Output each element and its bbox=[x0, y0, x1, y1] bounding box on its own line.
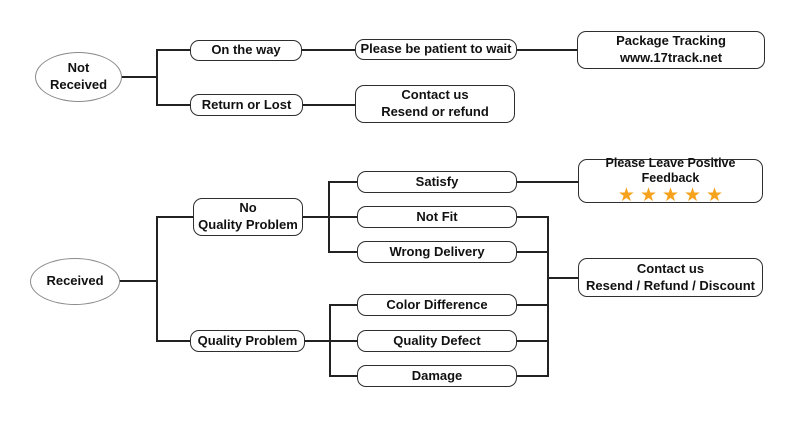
connector-bottom-branch-vertical bbox=[156, 216, 158, 342]
connector-wrong-delivery-merge bbox=[517, 251, 548, 253]
connector-top-branch-vertical bbox=[156, 49, 158, 106]
connector-return-contact bbox=[303, 104, 355, 106]
five-star-rating-icon: ★★★★★ bbox=[617, 184, 729, 206]
connector-to-satisfy bbox=[329, 181, 357, 183]
connector-no-quality-not-fit bbox=[303, 216, 357, 218]
connector-quality-defect-merge bbox=[517, 340, 548, 342]
connector-branch-no-quality bbox=[157, 216, 193, 218]
node-no-quality-problem: No Quality Problem bbox=[193, 198, 303, 236]
connector-merge-contact bbox=[548, 277, 578, 279]
node-damage: Damage bbox=[357, 365, 517, 387]
connector-quality-vertical bbox=[329, 304, 331, 377]
node-contact-resend-refund: Contact us Resend or refund bbox=[355, 85, 515, 123]
connector-patient-tracking bbox=[517, 49, 577, 51]
node-quality-defect: Quality Defect bbox=[357, 330, 517, 352]
node-on-the-way: On the way bbox=[190, 40, 302, 61]
connector-satisfy-feedback bbox=[517, 181, 578, 183]
node-color-difference: Color Difference bbox=[357, 294, 517, 316]
connector-to-color-difference bbox=[330, 304, 357, 306]
connector-branch-quality bbox=[157, 340, 190, 342]
connector-to-damage bbox=[330, 375, 357, 377]
connector-branch-return-or-lost bbox=[157, 104, 190, 106]
positive-feedback-label: Please Leave Positive Feedback bbox=[605, 155, 736, 185]
connector-damage-merge bbox=[517, 375, 548, 377]
node-package-tracking: Package Tracking www.17track.net bbox=[577, 31, 765, 69]
node-positive-feedback: Please Leave Positive Feedback ★★★★★ bbox=[578, 155, 763, 205]
node-quality-problem: Quality Problem bbox=[190, 330, 305, 352]
connector-to-wrong-delivery bbox=[329, 251, 357, 253]
node-not-received: Not Received bbox=[35, 52, 122, 102]
node-wrong-delivery: Wrong Delivery bbox=[357, 241, 517, 263]
connector-received-branch bbox=[119, 280, 157, 282]
connector-no-quality-vertical bbox=[328, 181, 330, 253]
connector-color-difference-merge bbox=[517, 304, 548, 306]
connector-on-the-way-patient bbox=[302, 49, 355, 51]
connector-merge-vertical bbox=[547, 216, 549, 377]
node-satisfy: Satisfy bbox=[357, 171, 517, 193]
connector-branch-on-the-way bbox=[157, 49, 190, 51]
connector-quality-quality-defect bbox=[305, 340, 357, 342]
node-not-fit: Not Fit bbox=[357, 206, 517, 228]
node-return-or-lost: Return or Lost bbox=[190, 94, 303, 116]
node-received: Received bbox=[30, 258, 120, 305]
connector-not-fit-merge bbox=[517, 216, 548, 218]
node-be-patient: Please be patient to wait bbox=[355, 39, 517, 60]
node-contact-resend-refund-discount: Contact us Resend / Refund / Discount bbox=[578, 258, 763, 297]
connector-not-received-branch bbox=[121, 76, 157, 78]
